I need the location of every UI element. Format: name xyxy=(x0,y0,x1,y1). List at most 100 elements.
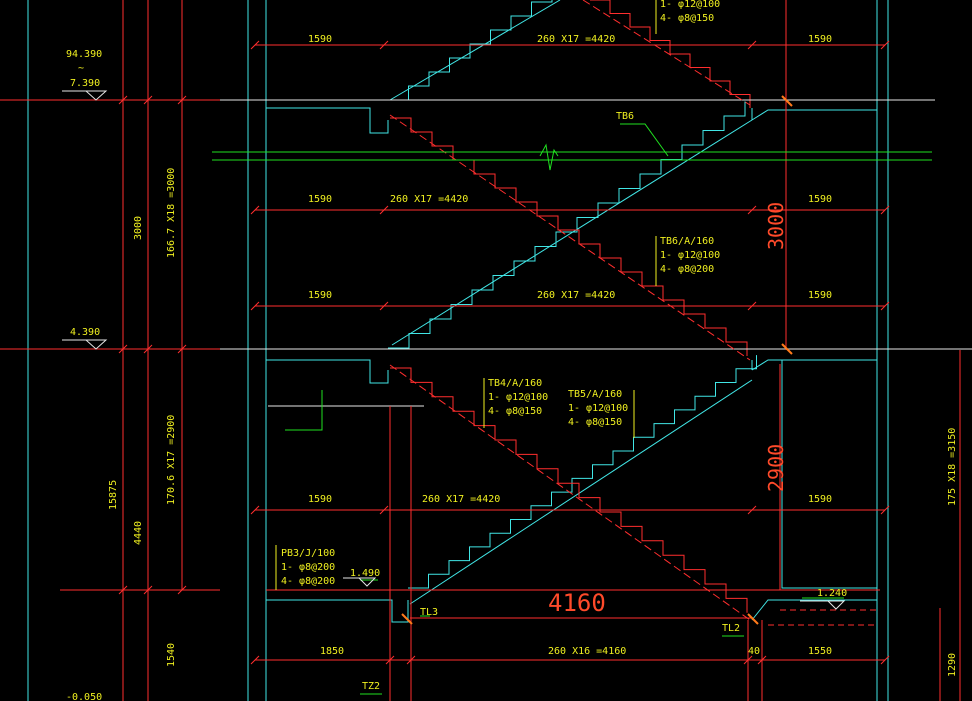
hidden-step xyxy=(590,0,751,108)
dim-bot-2: 260 X16 =4160 xyxy=(548,646,626,657)
annotations: 94.390 ~ 7.390 4.390 1.490 1.240 -0.050 … xyxy=(66,0,958,701)
dim-tick xyxy=(143,95,153,105)
dim-r3-3: 1590 xyxy=(808,290,832,301)
flight-step xyxy=(388,0,553,101)
dim-tick xyxy=(250,40,260,50)
flight-soffit xyxy=(391,119,753,346)
tb-top-line1: 1- φ12@100 xyxy=(660,0,720,10)
tl2-label: TL2 xyxy=(722,623,740,634)
tb5a-line3: 4- φ8@150 xyxy=(568,417,622,428)
tb6a-line2: 1- φ12@100 xyxy=(660,250,720,261)
dim-tick xyxy=(143,344,153,354)
tb5a-line2: 1- φ12@100 xyxy=(568,403,628,414)
dim-tick xyxy=(250,205,260,215)
dim-tick xyxy=(118,344,128,354)
left-3000: 3000 xyxy=(133,216,144,240)
stair-flights xyxy=(388,0,757,605)
elevation-markers xyxy=(62,90,846,610)
dim-tick xyxy=(379,505,389,515)
dim-tick xyxy=(880,205,890,215)
dim-tick xyxy=(250,505,260,515)
dim-tick xyxy=(379,40,389,50)
dim-bot-3: 40 xyxy=(748,646,760,657)
pb3-line3: 4- φ8@200 xyxy=(281,576,335,587)
elev-landing-left: 1.490 xyxy=(350,568,380,579)
elev-tilde: ~ xyxy=(78,63,84,74)
dim-r2-1: 1590 xyxy=(308,194,332,205)
dim-tick xyxy=(747,301,757,311)
tz2-label: TZ2 xyxy=(362,681,380,692)
hidden-step xyxy=(390,367,748,613)
pb3-line1: PB3/J/100 xyxy=(281,548,335,559)
right-1290: 1290 xyxy=(947,653,958,677)
dim-tick xyxy=(880,505,890,515)
orange-markers xyxy=(401,95,793,625)
dim-tick xyxy=(747,40,757,50)
dim-tick xyxy=(757,655,767,665)
dim-r4-1: 1590 xyxy=(308,494,332,505)
dim-r4-3: 1590 xyxy=(808,494,832,505)
dim-tick xyxy=(177,344,187,354)
flight-soffit xyxy=(389,0,561,101)
flight-step xyxy=(388,101,746,349)
dim-tick xyxy=(743,655,753,665)
dim-tick xyxy=(143,585,153,595)
big-dims: 3000 2900 4160 xyxy=(548,202,788,617)
big-4160: 4160 xyxy=(548,589,606,617)
dim-tick xyxy=(379,205,389,215)
dim-tick xyxy=(379,301,389,311)
elev-bottom: -0.050 xyxy=(66,692,102,701)
big-2900: 2900 xyxy=(764,444,788,492)
dim-tick xyxy=(747,205,757,215)
left-170: 170.6 X17 =2900 xyxy=(166,415,177,505)
big-3000: 3000 xyxy=(764,202,788,250)
dim-top-3: 1590 xyxy=(808,34,832,45)
dim-tick xyxy=(385,655,395,665)
dim-tick xyxy=(118,95,128,105)
dim-top-2: 260 X17 =4420 xyxy=(537,34,615,45)
tl3-label: TL3 xyxy=(420,607,438,618)
dim-tick xyxy=(880,655,890,665)
dim-tick xyxy=(118,585,128,595)
dim-r2-2: 260 X17 =4420 xyxy=(390,194,468,205)
elev-upper: 7.390 xyxy=(70,78,100,89)
structure-lines xyxy=(27,0,889,701)
tb5a-line1: TB5/A/160 xyxy=(568,389,622,400)
break-line xyxy=(212,123,932,695)
tb6a-line3: 4- φ8@200 xyxy=(660,264,714,275)
dim-r3-2: 260 X17 =4420 xyxy=(537,290,615,301)
dim-tick xyxy=(250,301,260,311)
tb4a-line2: 1- φ12@100 xyxy=(488,392,548,403)
tb6-label: TB6 xyxy=(616,111,634,122)
right-175: 175 X18 =3150 xyxy=(947,428,958,506)
note-leaders xyxy=(275,0,657,590)
elev-top: 94.390 xyxy=(66,49,102,60)
dim-r4-2: 260 X17 =4420 xyxy=(422,494,500,505)
dim-tick xyxy=(250,655,260,665)
tb-top-line2: 4- φ8@150 xyxy=(660,13,714,24)
dim-tick xyxy=(406,655,416,665)
left-1540: 1540 xyxy=(166,643,177,667)
dim-tick xyxy=(880,40,890,50)
left-15875: 15875 xyxy=(108,480,119,510)
elev-mid: 4.390 xyxy=(70,327,100,338)
dim-bot-1: 1850 xyxy=(320,646,344,657)
dim-r3-1: 1590 xyxy=(308,290,332,301)
tb4a-line3: 4- φ8@150 xyxy=(488,406,542,417)
tb6a-line1: TB6/A/160 xyxy=(660,236,714,247)
left-4440: 4440 xyxy=(133,521,144,545)
dim-tick xyxy=(177,95,187,105)
dim-top-1: 1590 xyxy=(308,34,332,45)
dim-tick xyxy=(880,301,890,311)
elev-landing-right: 1.240 xyxy=(817,588,847,599)
hidden-flights xyxy=(390,0,751,613)
dim-tick xyxy=(747,505,757,515)
tb4a-line1: TB4/A/160 xyxy=(488,378,542,389)
flight-soffit xyxy=(409,379,753,605)
flight-step xyxy=(408,355,757,589)
dim-tick xyxy=(177,585,187,595)
pb3-line2: 1- φ8@200 xyxy=(281,562,335,573)
dim-bot-4: 1550 xyxy=(808,646,832,657)
